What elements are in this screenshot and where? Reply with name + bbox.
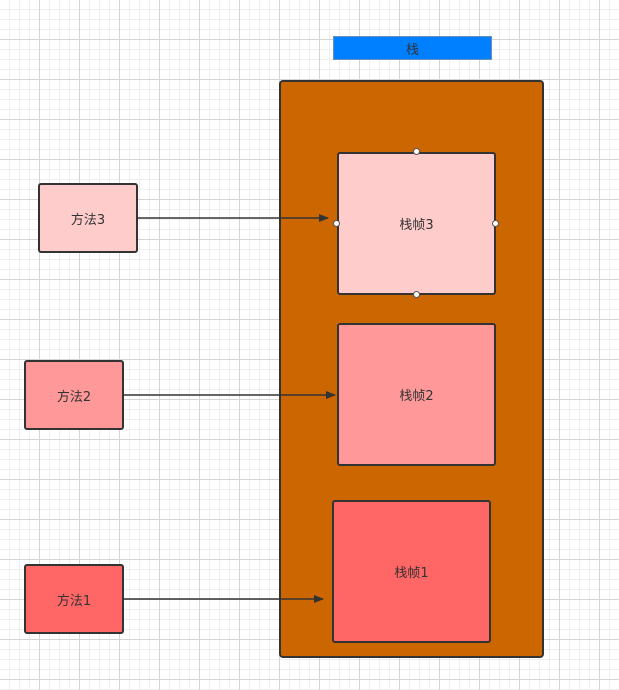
- stack-frame-1[interactable]: 栈帧1: [332, 500, 491, 643]
- selection-handle-right[interactable]: [492, 220, 499, 227]
- selection-handle-left[interactable]: [333, 220, 340, 227]
- method-1-box[interactable]: 方法1: [24, 564, 124, 634]
- selection-handle-top[interactable]: [413, 148, 420, 155]
- selection-handle-bottom[interactable]: [413, 291, 420, 298]
- stack-title[interactable]: 栈: [333, 36, 492, 60]
- method-2-box[interactable]: 方法2: [24, 360, 124, 430]
- method-3-box[interactable]: 方法3: [38, 183, 138, 253]
- stack-frame-2[interactable]: 栈帧2: [337, 323, 496, 466]
